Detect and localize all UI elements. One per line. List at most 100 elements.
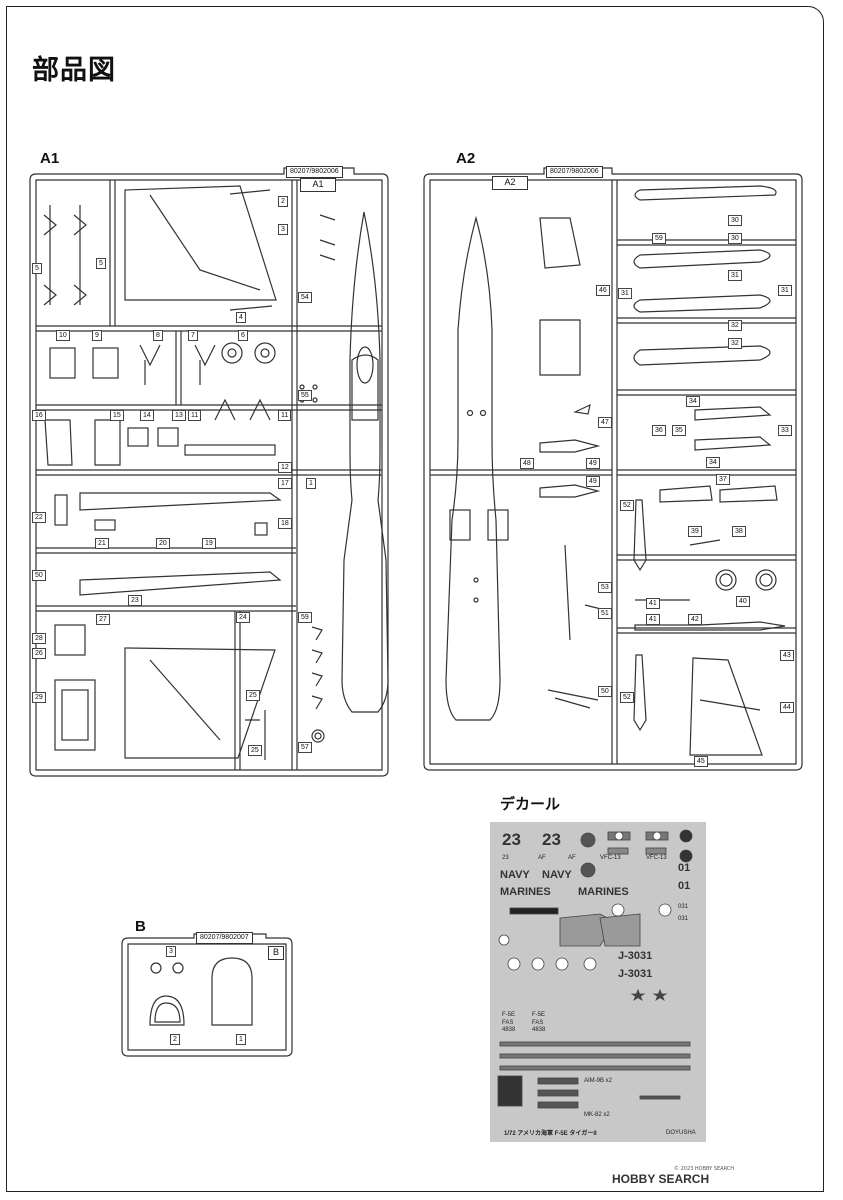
part-number: 3 xyxy=(166,946,176,957)
part-number: 36 xyxy=(652,425,666,436)
watermark-sub: © 2023 HOBBY SEARCH xyxy=(674,1166,735,1172)
part-number: 11 xyxy=(188,410,202,421)
watermark: HOBBY SEARCH xyxy=(612,1172,710,1186)
part-number: 25 xyxy=(246,690,260,701)
decal-text: MARINES xyxy=(500,886,551,898)
part-number: 40 xyxy=(736,596,750,607)
decal-text: J-3031 xyxy=(618,950,653,962)
part-number: 32 xyxy=(728,338,742,349)
decal-text: NAVY xyxy=(500,869,530,881)
decal-text: MARINES xyxy=(578,886,629,898)
part-number: 59 xyxy=(298,612,312,623)
part-number: 45 xyxy=(694,756,708,767)
part-number: 53 xyxy=(598,582,612,593)
part-number: 1 xyxy=(236,1034,246,1045)
part-number: 13 xyxy=(172,410,186,421)
part-number: 52 xyxy=(620,500,634,511)
part-number: 50 xyxy=(32,570,46,581)
sprue-a1-label: A1 xyxy=(40,150,60,167)
decal-text: 23 xyxy=(502,855,509,861)
part-number: 17 xyxy=(278,478,292,489)
part-number: 19 xyxy=(202,538,216,549)
part-number: 8 xyxy=(153,330,163,341)
part-number: 15 xyxy=(110,410,124,421)
part-number: 10 xyxy=(56,330,70,341)
decal-text: AIM-9B x2 xyxy=(584,1078,613,1084)
part-number: 46 xyxy=(596,285,610,296)
page-border xyxy=(6,6,824,1192)
decal-number: 23 xyxy=(502,830,521,849)
part-number: 2 xyxy=(170,1034,180,1045)
part-number: 55 xyxy=(298,390,312,401)
decal-text: FAS xyxy=(532,1020,544,1026)
decal-text: FAS xyxy=(502,1020,514,1026)
page-title: 部品図 xyxy=(32,55,116,86)
part-number: 18 xyxy=(278,518,292,529)
part-number: 5 xyxy=(96,258,106,269)
decal-text: F-5E xyxy=(532,1012,546,1018)
part-number: 22 xyxy=(32,512,46,523)
decal-title: デカール xyxy=(500,795,561,813)
part-number: 1 xyxy=(306,478,316,489)
part-number: 52 xyxy=(620,692,634,703)
part-number: 59 xyxy=(652,233,666,244)
decal-text: 4838 xyxy=(532,1027,546,1033)
part-number: 51 xyxy=(598,608,612,619)
part-number: 41 xyxy=(646,598,660,609)
part-number: 5 xyxy=(32,263,42,274)
decal-sheet: 23 23 NAVY NAVY MARINES MARINES J-3031 J… xyxy=(490,822,706,1142)
decal-caption: 1/72 アメリカ海軍 F-5E タイガーII xyxy=(504,1131,597,1137)
part-number: 31 xyxy=(618,288,632,299)
part-number: 47 xyxy=(598,417,612,428)
sprue-b-label: B xyxy=(135,918,146,935)
part-number: 33 xyxy=(778,425,792,436)
decal-maker: DOYUSHA xyxy=(666,1130,696,1136)
part-number: 41 xyxy=(646,614,660,625)
part-number: 25 xyxy=(248,745,262,756)
part-number: 32 xyxy=(728,320,742,331)
part-number: 20 xyxy=(156,538,170,549)
decal-text: 031 xyxy=(678,904,689,910)
part-number: 4 xyxy=(236,312,246,323)
part-number: 30 xyxy=(728,215,742,226)
part-number: 23 xyxy=(128,595,142,606)
sprue-b-code: 80207/9802007 xyxy=(196,932,253,944)
part-number: 31 xyxy=(728,270,742,281)
sprue-a2-box: A2 xyxy=(492,176,528,190)
decal-text: VFC-13 xyxy=(600,855,621,861)
decal-text: 4838 xyxy=(502,1027,516,1033)
sprue-b-box: B xyxy=(268,946,284,960)
decal-text: 01 xyxy=(678,880,691,892)
decal-text: J-3031 xyxy=(618,968,653,980)
sprue-a1-code: 80207/9802006 xyxy=(286,166,343,178)
part-number: 49 xyxy=(586,476,600,487)
part-number: 34 xyxy=(706,457,720,468)
part-number: 39 xyxy=(688,526,702,537)
part-number: 12 xyxy=(278,462,292,473)
part-number: 54 xyxy=(298,292,312,303)
part-number: 44 xyxy=(780,702,794,713)
part-number: 50 xyxy=(598,686,612,697)
part-number: 6 xyxy=(238,330,248,341)
part-number: 2 xyxy=(278,196,288,207)
sprue-a2-code: 80207/9802006 xyxy=(546,166,603,178)
decal-text: VFC-13 xyxy=(646,855,667,861)
part-number: 11 xyxy=(278,410,292,421)
part-number: 35 xyxy=(672,425,686,436)
decal-graphics xyxy=(497,829,693,1109)
part-number: 49 xyxy=(586,458,600,469)
part-number: 57 xyxy=(298,742,312,753)
decal-text: MK-82 x2 xyxy=(584,1112,610,1118)
part-number: 28 xyxy=(32,633,46,644)
part-number: 16 xyxy=(32,410,46,421)
part-number: 24 xyxy=(236,612,250,623)
part-number: 27 xyxy=(96,614,110,625)
part-number: 37 xyxy=(716,474,730,485)
part-number: 31 xyxy=(778,285,792,296)
part-number: 43 xyxy=(780,650,794,661)
part-number: 48 xyxy=(520,458,534,469)
part-number: 26 xyxy=(32,648,46,659)
decal-text: 01 xyxy=(678,862,691,874)
decal-text: 031 xyxy=(678,916,689,922)
